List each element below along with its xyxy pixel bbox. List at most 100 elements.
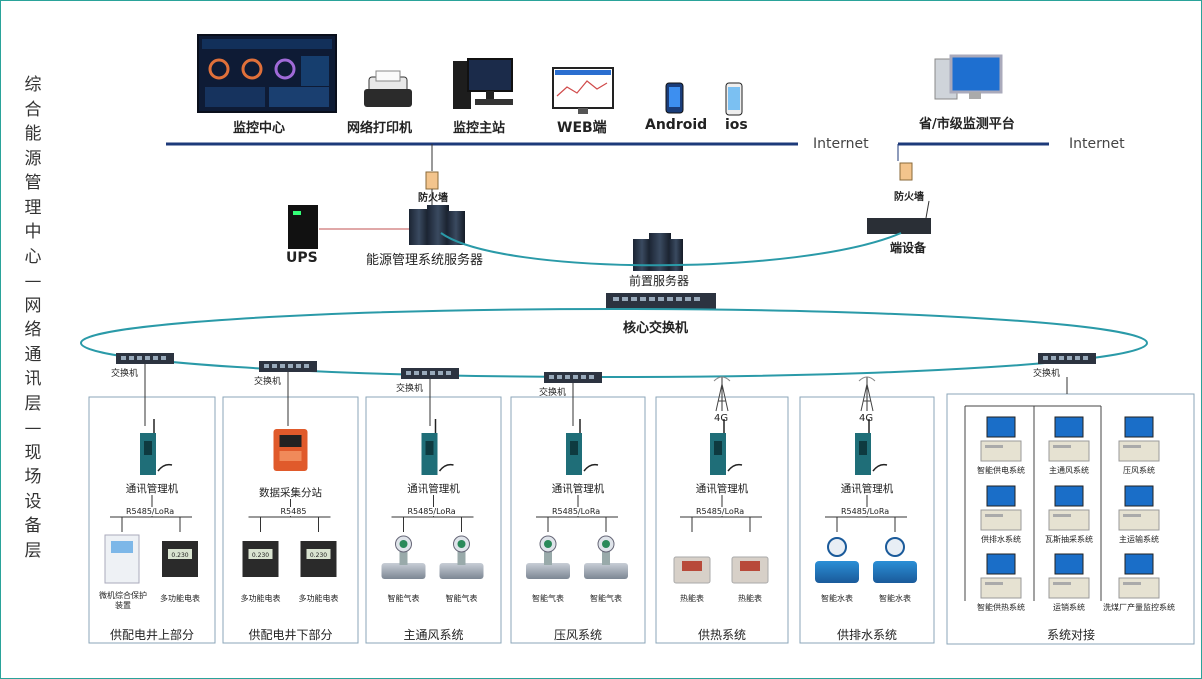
comm-manager-icon	[566, 419, 599, 475]
field-device-icon	[439, 535, 484, 579]
switch-icon	[544, 372, 602, 383]
panel-title: 供配电井下部分	[248, 628, 333, 642]
device-label: 智能气表	[387, 594, 420, 603]
tag-4g: 4G	[714, 413, 729, 424]
ems-server-label: 能源管理系统服务器	[366, 253, 484, 268]
core-switch-icon	[606, 293, 716, 309]
comm-manager-label: 通讯管理机	[125, 483, 179, 495]
comm-manager-label: 通讯管理机	[695, 483, 749, 495]
front-server-label: 前置服务器	[629, 274, 690, 288]
firewall-left-label: 防火墙	[418, 193, 448, 204]
bus-label: R5485	[280, 507, 307, 516]
comm-manager-label: 通讯管理机	[840, 483, 894, 495]
ups-label: UPS	[286, 250, 318, 266]
data-station-label: 数据采集分站	[259, 487, 322, 499]
system-label: 洗煤厂产量监控系统	[1103, 603, 1175, 612]
side-label-char: 综	[24, 75, 42, 95]
bus-label: R5485/LoRa	[126, 507, 175, 516]
switch-icon	[259, 361, 317, 372]
firewall-left-icon	[425, 171, 439, 190]
network-printer-label: 网络打印机	[347, 121, 413, 136]
system-pc-icon	[980, 553, 1022, 599]
side-label-char: 络	[24, 320, 42, 340]
bus-label: R5485/LoRa	[841, 507, 890, 516]
ios-phone-icon	[725, 82, 743, 116]
side-label-char: 源	[24, 148, 42, 169]
system-pc-icon	[1118, 416, 1160, 462]
side-label-char: 场	[24, 467, 42, 487]
switch-label: 交换机	[396, 384, 424, 394]
bus-label: R5485/LoRa	[552, 507, 601, 516]
monitoring-center-label: 监控中心	[233, 121, 286, 136]
system-label: 瓦斯抽采系统	[1045, 535, 1093, 544]
system-label: 智能供电系统	[977, 466, 1025, 475]
field-device-icon	[731, 556, 769, 584]
side-label-char: 心	[24, 246, 42, 267]
side-label-char: 中	[24, 222, 42, 242]
terminal-label: 端设备	[890, 241, 927, 255]
internet-right-label: Internet	[1069, 136, 1125, 152]
field-device-icon: 0.230	[242, 541, 279, 577]
data-station-icon	[273, 429, 308, 471]
system-pc-icon	[980, 416, 1022, 462]
system-pc-icon	[1118, 485, 1160, 531]
platform-label: 省/市级监测平台	[919, 117, 1015, 132]
svg-text:0.230: 0.230	[171, 552, 188, 559]
device-label: 智能水表	[821, 594, 853, 603]
dock-panel	[946, 377, 1195, 645]
device-label: 智能气表	[590, 594, 622, 603]
side-label-char: 网	[24, 295, 42, 316]
terminal-device-icon	[867, 200, 931, 234]
side-label-char: —	[24, 418, 42, 438]
side-label-char: 备	[24, 516, 42, 536]
panel-title: 压风系统	[553, 628, 602, 642]
firewall-right-label: 防火墙	[894, 192, 924, 203]
field-device-icon	[873, 537, 917, 583]
switch-icon	[401, 368, 459, 379]
comm-manager-icon	[140, 419, 173, 475]
panel-title: 供排水系统	[836, 628, 897, 642]
system-label: 供排水系统	[981, 535, 1021, 544]
device-label: 热能表	[738, 594, 762, 603]
field-device-icon: 0.230	[162, 541, 198, 577]
ems-server-icon	[409, 205, 465, 245]
signal-tower-icon	[713, 376, 731, 412]
system-pc-icon	[1048, 485, 1090, 531]
firewall-right-icon	[899, 162, 913, 181]
android-phone-icon	[665, 82, 684, 114]
field-device-icon	[381, 535, 426, 579]
side-label-char: 能	[24, 124, 42, 144]
switch-icon	[1038, 353, 1096, 364]
side-label-char: 通	[24, 344, 42, 365]
side-label-char: 合	[24, 99, 42, 120]
side-label-char: 管	[24, 173, 42, 193]
field-device-icon	[815, 537, 859, 583]
side-label-char: 设	[24, 491, 42, 512]
device-label: 微机综合保护装置	[99, 591, 147, 610]
field-device-icon	[526, 535, 570, 579]
switch-label: 交换机	[539, 388, 567, 398]
side-label-char: 现	[24, 442, 42, 463]
device-label: 多功能电表	[298, 594, 339, 603]
field-panel	[510, 383, 646, 644]
field-panel	[365, 379, 502, 644]
device-label: 多功能电表	[240, 594, 281, 603]
ios-label: ios	[725, 117, 748, 133]
android-label: Android	[645, 117, 708, 133]
platform-pc-icon	[934, 54, 1003, 100]
monitor-host-icon	[453, 58, 513, 109]
system-label: 主通风系统	[1049, 466, 1089, 475]
field-panel	[655, 376, 789, 644]
device-label: 智能水表	[879, 594, 911, 603]
monitor-host-label: 监控主站	[453, 121, 506, 136]
device-label: 多功能电表	[160, 594, 200, 603]
system-label: 压风系统	[1123, 466, 1155, 475]
side-label-char: 理	[24, 197, 42, 218]
server-ring	[440, 232, 902, 267]
comm-manager-icon	[710, 419, 743, 475]
system-label: 运销系统	[1053, 603, 1085, 612]
field-device-icon	[673, 556, 711, 584]
device-label: 智能气表	[532, 594, 564, 603]
